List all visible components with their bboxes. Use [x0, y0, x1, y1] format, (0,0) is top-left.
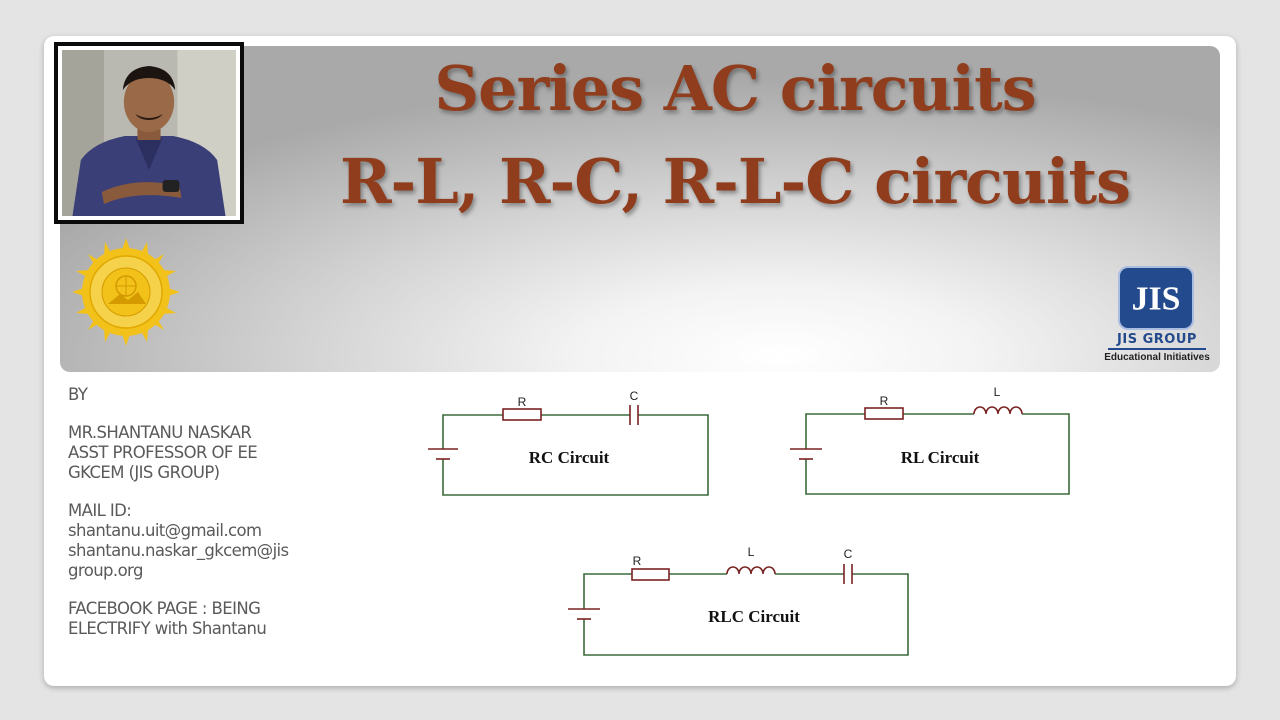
rc-circuit-title: RC Circuit: [529, 448, 610, 467]
rl-inductor-label: L: [994, 385, 1001, 399]
slide-title-line2: R-L, R-C, R-L-C circuits: [339, 145, 1131, 218]
mail-label: MAIL ID:: [68, 501, 132, 520]
presenter-photo: [54, 42, 244, 224]
facebook-line1: FACEBOOK PAGE : BEING: [68, 599, 261, 618]
presenter-institute: GKCEM (JIS GROUP): [68, 463, 220, 482]
rc-circuit-diagram: R C RC Circuit: [428, 389, 709, 496]
rl-circuit-title: RL Circuit: [901, 448, 980, 467]
email-secondary-line1: shantanu.naskar_gkcem@jis: [68, 541, 289, 560]
presenter-info: BY MR.SHANTANU NASKAR ASST PROFESSOR OF …: [68, 385, 368, 639]
slide-title-line1: Series AC circuits: [434, 52, 1036, 125]
rc-resistor: [502, 408, 542, 421]
by-label: BY: [68, 385, 88, 404]
sun-emblem-icon: [72, 238, 180, 346]
facebook-line2: ELECTRIFY with Shantanu: [68, 619, 267, 638]
rc-resistor-label: R: [518, 395, 527, 409]
email-secondary-line2: group.org: [68, 561, 143, 580]
rl-resistor-label: R: [880, 394, 889, 408]
jis-letters-icon: JIS: [1132, 280, 1181, 317]
rlc-capacitor-label: C: [844, 547, 853, 561]
jis-mark: JIS: [1118, 266, 1194, 330]
rlc-resistor: [631, 568, 670, 581]
rlc-circuit-diagram: R L C RLC Circuit: [568, 545, 909, 656]
svg-text:JIS: JIS: [1132, 280, 1181, 317]
jis-group-logo: JIS JIS GROUP Educational Initiatives: [1102, 266, 1212, 370]
presenter-position: ASST PROFESSOR OF EE: [68, 443, 258, 462]
rl-circuit-diagram: R L RL Circuit: [790, 385, 1070, 495]
rlc-inductor: [726, 566, 776, 575]
presenter-portrait-image: [62, 50, 236, 216]
presenter-name: MR.SHANTANU NASKAR: [68, 423, 252, 442]
rlc-resistor-label: R: [633, 554, 642, 568]
title-banner: [60, 46, 1220, 372]
jis-tagline: Educational Initiatives: [1104, 352, 1210, 363]
rc-capacitor-label: C: [630, 389, 639, 403]
rl-inductor: [973, 406, 1023, 415]
jis-group-text: JIS GROUP: [1108, 332, 1206, 350]
rlc-circuit-title: RLC Circuit: [708, 607, 800, 626]
email-primary: shantanu.uit@gmail.com: [68, 521, 262, 540]
rlc-inductor-label: L: [748, 545, 755, 559]
rl-resistor: [864, 407, 904, 420]
gkcem-logo: [72, 238, 180, 346]
